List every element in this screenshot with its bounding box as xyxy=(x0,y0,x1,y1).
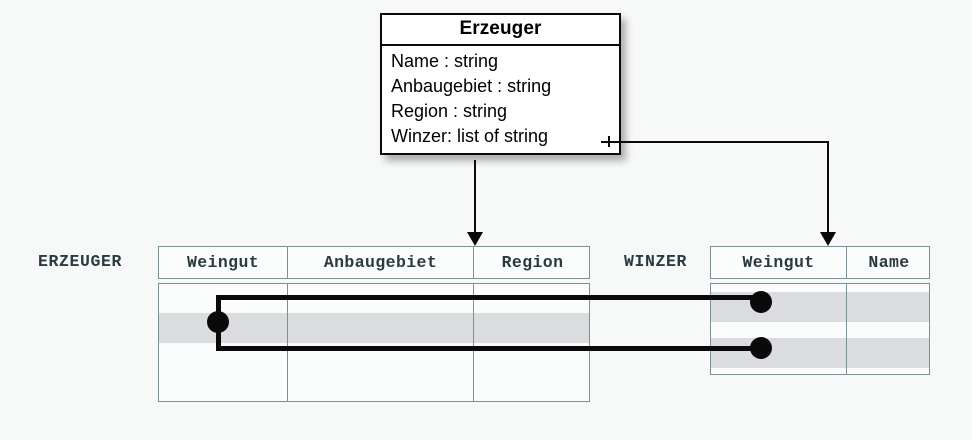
uml-attribute-list: Name : string Anbaugebiet : string Regio… xyxy=(382,46,619,153)
erzeuger-header-divider-2 xyxy=(473,247,474,278)
association-target-dot-winzer-row3 xyxy=(750,337,772,359)
uml-class-box: Erzeuger Name : string Anbaugebiet : str… xyxy=(380,13,621,155)
erzeuger-table-body xyxy=(158,283,590,402)
winzer-row-highlight-3 xyxy=(711,338,929,368)
winzer-header-row: Weingut Name xyxy=(710,246,930,279)
uml-attribute-name: Name : string xyxy=(391,51,499,71)
erzeuger-header-row: Weingut Anbaugebiet Region xyxy=(158,246,590,279)
erzeuger-row-highlight-2 xyxy=(159,313,589,343)
winzer-column-header-name: Name xyxy=(868,253,910,272)
winzer-body-divider-1 xyxy=(846,284,847,374)
uml-attribute-anbaugebiet: Anbaugebiet : string xyxy=(391,76,552,96)
uml-class-name: Erzeuger xyxy=(382,15,619,46)
uml-attribute-region: Region : string xyxy=(391,101,508,121)
uml-attribute-winzer: Winzer: list of string xyxy=(391,126,549,146)
connector-winzer-vertical-line xyxy=(827,141,829,234)
erzeuger-body-divider-2 xyxy=(473,284,474,401)
winzer-column-header-weingut: Weingut xyxy=(742,253,815,272)
association-1-horizontal-segment xyxy=(216,295,761,300)
erzeuger-column-header-anbaugebiet: Anbaugebiet xyxy=(323,253,438,272)
erzeuger-column-header-region: Region xyxy=(501,253,564,272)
connector-winzer-horizontal-line xyxy=(601,141,829,143)
erzeuger-column-header-weingut: Weingut xyxy=(186,253,260,272)
connector-winzer-arrowhead xyxy=(820,232,836,246)
association-source-dot-erzeuger-row2 xyxy=(207,311,229,333)
winzer-table-label: WINZER xyxy=(624,252,688,271)
connector-class-to-erzeuger-line xyxy=(474,160,476,234)
association-2-horizontal-segment xyxy=(216,346,761,351)
erzeuger-header-divider-1 xyxy=(287,247,288,278)
association-1-vertical-segment xyxy=(216,295,221,324)
association-target-dot-winzer-row1 xyxy=(750,291,772,313)
association-2-vertical-segment xyxy=(216,320,221,348)
winzer-header-divider-1 xyxy=(846,247,847,278)
erzeuger-body-divider-1 xyxy=(287,284,288,401)
connector-class-to-erzeuger-arrowhead xyxy=(467,232,483,246)
erzeuger-table-label: ERZEUGER xyxy=(38,252,123,271)
